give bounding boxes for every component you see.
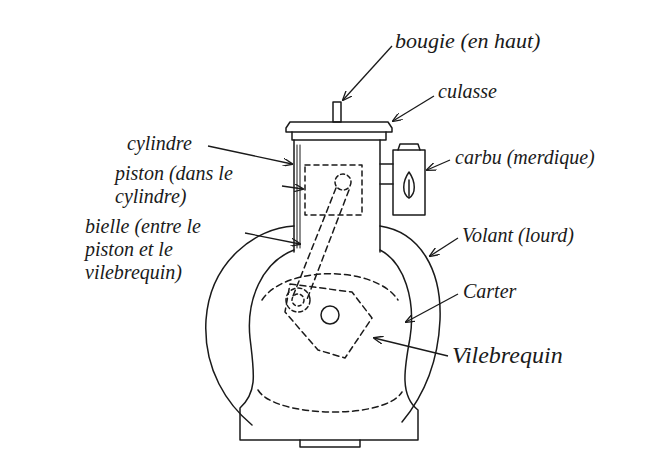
- crank-axle: [321, 306, 339, 324]
- leader-line: [245, 233, 300, 244]
- carburettor: [398, 144, 420, 150]
- leader-line: [343, 46, 392, 100]
- piston: [305, 165, 362, 215]
- part-label: Carter: [463, 280, 583, 303]
- spark-plug: [333, 102, 341, 122]
- cylinder-head: [286, 122, 392, 132]
- leader-line: [430, 238, 458, 256]
- part-label: Volant (lourd): [462, 224, 642, 247]
- crankcase-inner: [258, 390, 402, 412]
- crankshaft: [285, 284, 372, 358]
- leader-line: [374, 338, 448, 356]
- cylinder-shading: [297, 145, 300, 248]
- leader-line: [282, 186, 303, 189]
- wrist-pin: [335, 174, 351, 190]
- leader-line: [427, 160, 450, 170]
- leader-line: [208, 146, 292, 164]
- crank-pin: [286, 288, 310, 312]
- part-label: bougie (en haut): [395, 28, 635, 53]
- part-label: piston (dans le cylindre): [115, 162, 275, 208]
- carburettor-detail: [404, 172, 415, 198]
- cylinder: [294, 140, 380, 252]
- part-label: bielle (entre le piston et le vilebrequi…: [85, 215, 237, 284]
- part-label: carbu (merdique): [455, 146, 645, 169]
- part-label: Vilebrequin: [452, 342, 632, 370]
- part-label: cylindre: [127, 132, 217, 155]
- crankcase-inner: [262, 274, 398, 300]
- crank-pin: [292, 294, 304, 306]
- crankcase: [240, 250, 418, 440]
- leader-line: [393, 96, 434, 121]
- leader-line: [406, 294, 458, 322]
- carburettor-pipe: [380, 164, 393, 184]
- crankcase-foot: [300, 440, 360, 447]
- cylinder-head: [292, 132, 386, 140]
- part-label: culasse: [438, 80, 588, 103]
- carburettor: [393, 150, 425, 215]
